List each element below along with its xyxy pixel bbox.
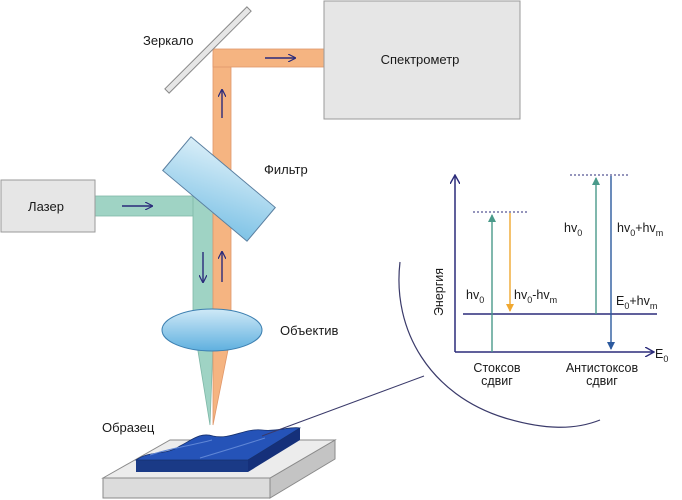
- laser-box: [0, 179, 96, 233]
- zoom-circle-arc: [398, 261, 601, 428]
- antistokes-excitation-label: hv0: [564, 221, 582, 238]
- antistokes-caption-line1: Антистоксов: [566, 361, 639, 375]
- zoom-connector-line: [261, 375, 425, 437]
- filter-icon: [162, 136, 276, 242]
- antistokes-emission-label: hv0+hvm: [617, 221, 663, 238]
- mirror-label: Зеркало: [143, 33, 193, 48]
- mirror-icon: [164, 6, 252, 94]
- laser-label: Лазер: [28, 199, 64, 214]
- axis-y-label: Энергия: [432, 268, 446, 316]
- sample-icon: [134, 427, 302, 472]
- stokes-caption-line2: сдвиг: [481, 374, 513, 388]
- objective-lens-icon: [161, 308, 263, 352]
- filter-label: Фильтр: [264, 162, 308, 177]
- focus-cone-green: [196, 344, 214, 426]
- stokes-emission-label: hv0-hvm: [514, 288, 557, 305]
- antistokes-caption-line2: сдвиг: [586, 374, 618, 388]
- sample-label: Образец: [102, 420, 155, 435]
- stokes-caption-line1: Стоксов: [473, 361, 521, 375]
- axis-x-label: E0: [655, 347, 668, 364]
- objective-label: Объектив: [280, 323, 339, 338]
- focus-cone-orange: [212, 344, 230, 426]
- spectrometer-label: Спектрометр: [381, 52, 460, 67]
- spectrometer-box: [323, 0, 521, 120]
- level-label: E0+hvm: [616, 294, 657, 311]
- stokes-excitation-label: hv0: [466, 288, 484, 305]
- energy-diagram: Энергия E0 E0+hvm hv0 hv0-hvm Стоксов сд…: [432, 175, 668, 388]
